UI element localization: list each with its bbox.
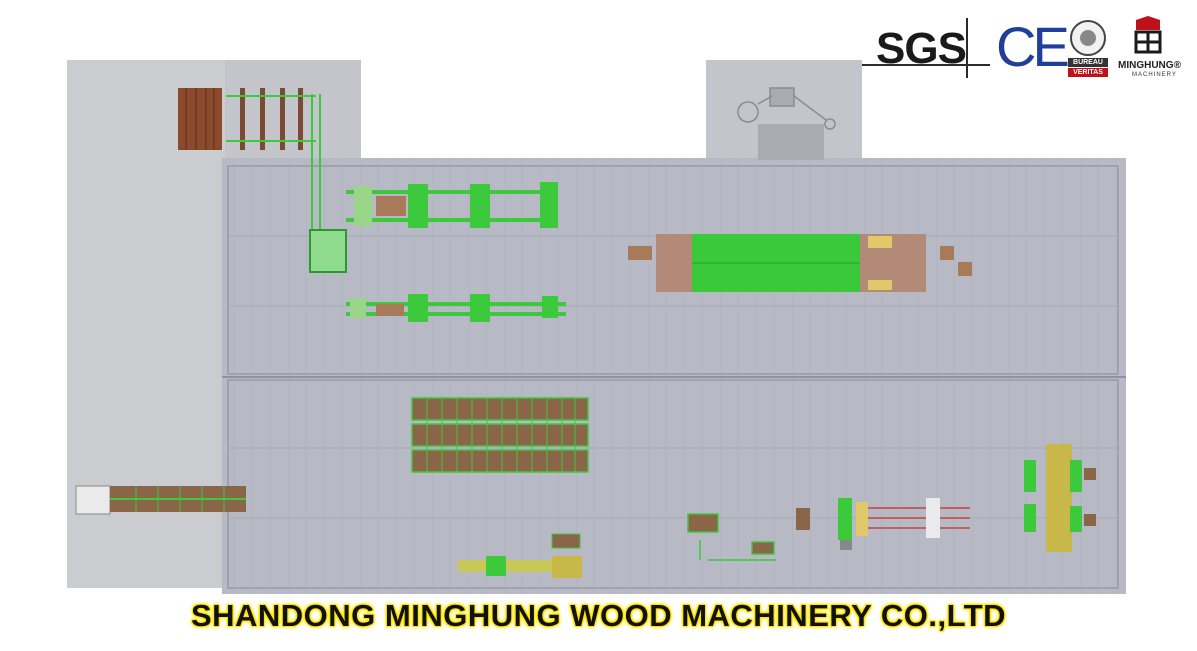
brand-name: MINGHUNG® <box>1118 60 1181 71</box>
minghung-logo: MINGHUNG® MACHINERY <box>1118 16 1190 80</box>
ce-text: CE <box>996 15 1070 78</box>
peeling-line-2 <box>346 294 566 322</box>
lower-hall <box>227 379 1119 589</box>
bv-seal-icon <box>1070 20 1106 56</box>
bureau-veritas-logo: BUREAU VERITAS <box>1066 20 1110 78</box>
final-press <box>1024 444 1096 552</box>
sgs-logo: SGS <box>862 18 990 78</box>
press-line <box>458 533 582 578</box>
veneer-stacks <box>411 397 589 473</box>
brand-sub: MACHINERY <box>1132 72 1177 78</box>
veneer-dryer <box>628 234 972 292</box>
sgs-crosshair <box>862 64 990 66</box>
log-stack <box>178 88 222 150</box>
boiler-equipment <box>737 87 836 160</box>
glue-line <box>75 485 246 515</box>
ce-mark: CE <box>996 15 1070 78</box>
storage-annex <box>225 60 361 160</box>
sgs-crosshair <box>966 18 968 78</box>
sgs-text: SGS <box>876 24 967 73</box>
upper-hall <box>227 165 1119 375</box>
bv-line2: VERITAS <box>1068 68 1108 77</box>
veneer-stack-dividers <box>426 398 576 472</box>
company-name: SHANDONG MINGHUNG WOOD MACHINERY CO.,LTD <box>190 598 1007 633</box>
cutting-line <box>796 498 970 550</box>
peeling-line-1 <box>346 182 558 228</box>
vertical-transfer <box>309 94 347 273</box>
sanding-line <box>687 513 776 561</box>
bv-line1: BUREAU <box>1068 58 1108 67</box>
log-conveyor <box>226 88 316 150</box>
minghung-emblem-icon <box>1134 16 1162 54</box>
